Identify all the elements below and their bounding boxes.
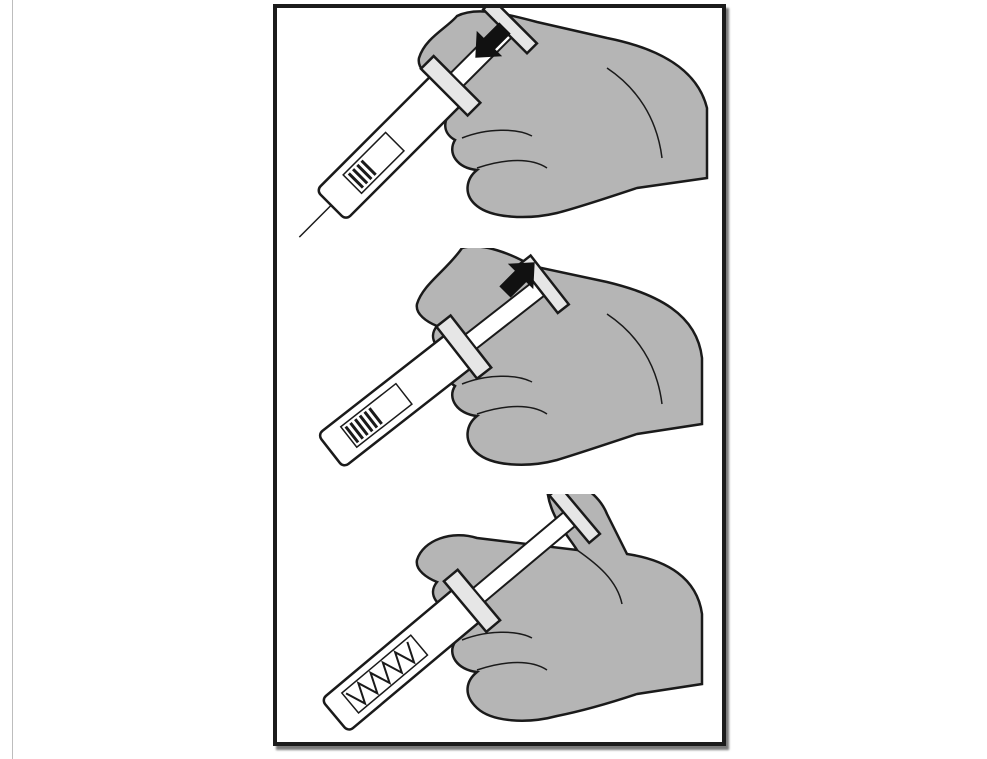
step-3-illustration	[277, 494, 722, 738]
step-2-panel	[277, 248, 722, 492]
syringe-instruction-figure	[273, 4, 726, 746]
step-1-panel	[277, 8, 722, 252]
step-1-illustration	[277, 8, 722, 252]
page-margin-line	[12, 0, 13, 759]
step-3-panel	[277, 494, 722, 738]
hand-illustration	[419, 11, 707, 217]
step-2-illustration	[277, 248, 722, 492]
